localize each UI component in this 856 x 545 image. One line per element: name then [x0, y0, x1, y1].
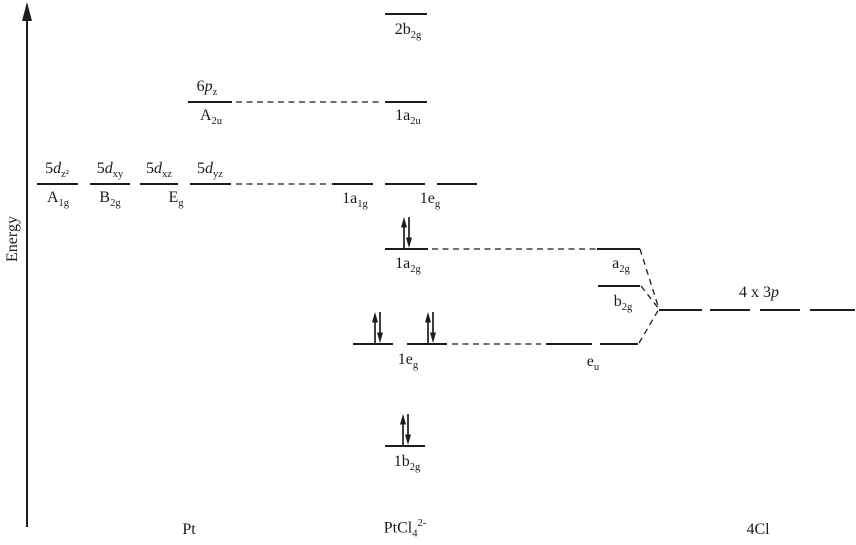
label-6pz: 6pz [196, 78, 218, 99]
level-mo-1b2g [385, 445, 425, 447]
level-pt-5dxy [90, 183, 130, 185]
level-cl-3p-2 [710, 309, 750, 311]
level-pt-5dyz [190, 183, 231, 185]
level-mo-2b2g [385, 13, 427, 15]
label-1a1g: 1a1g [342, 190, 368, 211]
dash-a2g-to-3p [639, 248, 660, 310]
label-4x3p: 4 x 3p [739, 284, 779, 301]
level-mo-1eg-upper-1 [385, 183, 425, 185]
level-cl-3p-1 [659, 309, 702, 311]
label-sym-eg: Eg [168, 189, 184, 210]
label-1eg-upper: 1eg [419, 190, 441, 211]
electron-pair-icon [400, 414, 411, 445]
dash-eu-to-3p [638, 308, 660, 344]
label-sym-a2u: A2u [199, 107, 223, 128]
level-cl-3p-3 [760, 309, 800, 311]
label-5dxy: 5dxy [96, 160, 124, 181]
level-mo-1a2u [385, 101, 427, 103]
energy-axis-arrow-icon [22, 2, 32, 21]
label-sym-a1g: A1g [46, 189, 70, 210]
energy-axis-label: Energy [3, 216, 21, 262]
level-cl-eu-1 [546, 343, 592, 345]
label-5dyz: 5dyz [197, 160, 223, 181]
label-5dz2: 5dz² [45, 160, 69, 181]
label-5dxz: 5dxz [146, 160, 172, 181]
label-1a2u: 1a2u [395, 107, 421, 128]
label-1a2g: 1a2g [395, 255, 421, 276]
footer-pt-label: Pt [182, 521, 196, 538]
level-pt-5dz2 [37, 183, 78, 185]
level-mo-1eg-lower-2 [407, 343, 447, 345]
level-mo-1a2g [385, 248, 428, 250]
label-1b2g: 1b2g [393, 453, 421, 474]
label-cl-eu: eu [586, 353, 600, 374]
label-2b2g: 2b2g [394, 21, 422, 42]
footer-complex-label: PtCl42- [383, 518, 427, 540]
level-cl-b2g [598, 285, 640, 287]
level-pt-6pz [188, 101, 232, 103]
level-cl-eu-2 [600, 343, 638, 345]
level-cl-a2g [597, 248, 640, 250]
level-mo-1eg-upper-2 [437, 183, 477, 185]
footer-cl-label: 4Cl [746, 521, 770, 538]
level-mo-1eg-lower-1 [353, 343, 393, 345]
label-cl-a2g: a2g [612, 255, 630, 276]
electron-pair-icon [401, 217, 412, 248]
label-cl-b2g: b2g [613, 293, 633, 314]
level-mo-1a1g [332, 183, 373, 185]
level-cl-3p-4 [810, 309, 855, 311]
label-1eg-lower: 1eg [397, 351, 419, 372]
energy-axis [26, 5, 28, 527]
level-pt-5dxz [140, 183, 178, 185]
electron-pair-icon [425, 312, 436, 343]
label-sym-b2g: B2g [99, 189, 121, 210]
electron-pair-icon [372, 312, 383, 343]
dash-b2g-to-3p [640, 285, 660, 310]
